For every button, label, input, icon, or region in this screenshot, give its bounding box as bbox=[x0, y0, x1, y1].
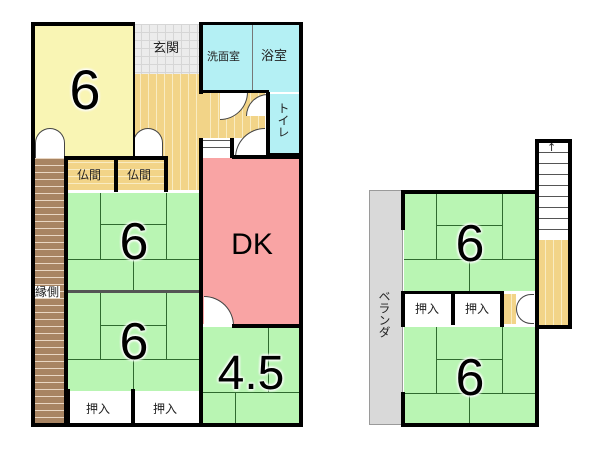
genkan bbox=[133, 24, 201, 74]
butsuma-1 bbox=[68, 160, 114, 190]
washitsu-upper-6 bbox=[68, 193, 200, 291]
2f-stair-landing bbox=[538, 240, 568, 326]
engawa-label: 縁側 bbox=[34, 285, 61, 299]
door-swing bbox=[35, 128, 65, 158]
2f-oshiire-2 bbox=[455, 294, 500, 324]
2f-staircase bbox=[538, 142, 568, 240]
butsuma-1-label: 仏間 bbox=[77, 168, 102, 182]
washitsu-4-5 bbox=[203, 327, 299, 424]
genkan-label: 玄関 bbox=[153, 41, 180, 56]
oshiire-1-label: 押入 bbox=[86, 402, 111, 416]
dining-kitchen bbox=[203, 158, 299, 324]
washroom bbox=[203, 24, 252, 92]
washitsu-lower-6 bbox=[68, 293, 200, 391]
butsuma-2 bbox=[118, 160, 164, 190]
room-size-label: 6 bbox=[455, 215, 485, 273]
room-size-label: 6 bbox=[119, 213, 149, 271]
oshiire-2 bbox=[135, 393, 200, 424]
toilet-label: トイレ bbox=[276, 102, 290, 138]
veranda-label: ベランダ bbox=[377, 290, 391, 338]
veranda bbox=[369, 190, 403, 425]
dk-label: DK bbox=[231, 228, 273, 261]
oshiire-2-label: 押入 bbox=[153, 402, 178, 416]
toilet bbox=[270, 94, 299, 154]
2f-hall-small bbox=[504, 294, 516, 324]
room-size-label: 6 bbox=[455, 349, 485, 407]
butsuma-2-label: 仏間 bbox=[127, 168, 152, 182]
bathroom bbox=[252, 24, 299, 92]
oshiire-1 bbox=[68, 393, 130, 424]
2f-oshiire-2-label: 押入 bbox=[465, 302, 490, 316]
2f-oshiire-1 bbox=[404, 294, 451, 324]
room-size-label: 6 bbox=[69, 58, 101, 121]
bathroom-label: 浴室 bbox=[261, 49, 288, 64]
stair-arrow-icon: ↑ bbox=[547, 141, 557, 154]
2f-washitsu-lower-6 bbox=[404, 327, 536, 425]
2f-washitsu-upper-6 bbox=[404, 193, 536, 291]
door-swing bbox=[133, 128, 163, 158]
washroom-label: 洗面室 bbox=[207, 50, 240, 63]
door-swing bbox=[516, 294, 534, 324]
room-size-label: 6 bbox=[119, 313, 149, 371]
2f-oshiire-1-label: 押入 bbox=[415, 302, 440, 316]
room-size-label: 4.5 bbox=[217, 347, 285, 400]
floor-1-plan: 6 玄関 洗面室 浴室 トイレ ↓ 仏間 仏間 縁側 6 6 押入 押入 bbox=[31, 22, 303, 427]
